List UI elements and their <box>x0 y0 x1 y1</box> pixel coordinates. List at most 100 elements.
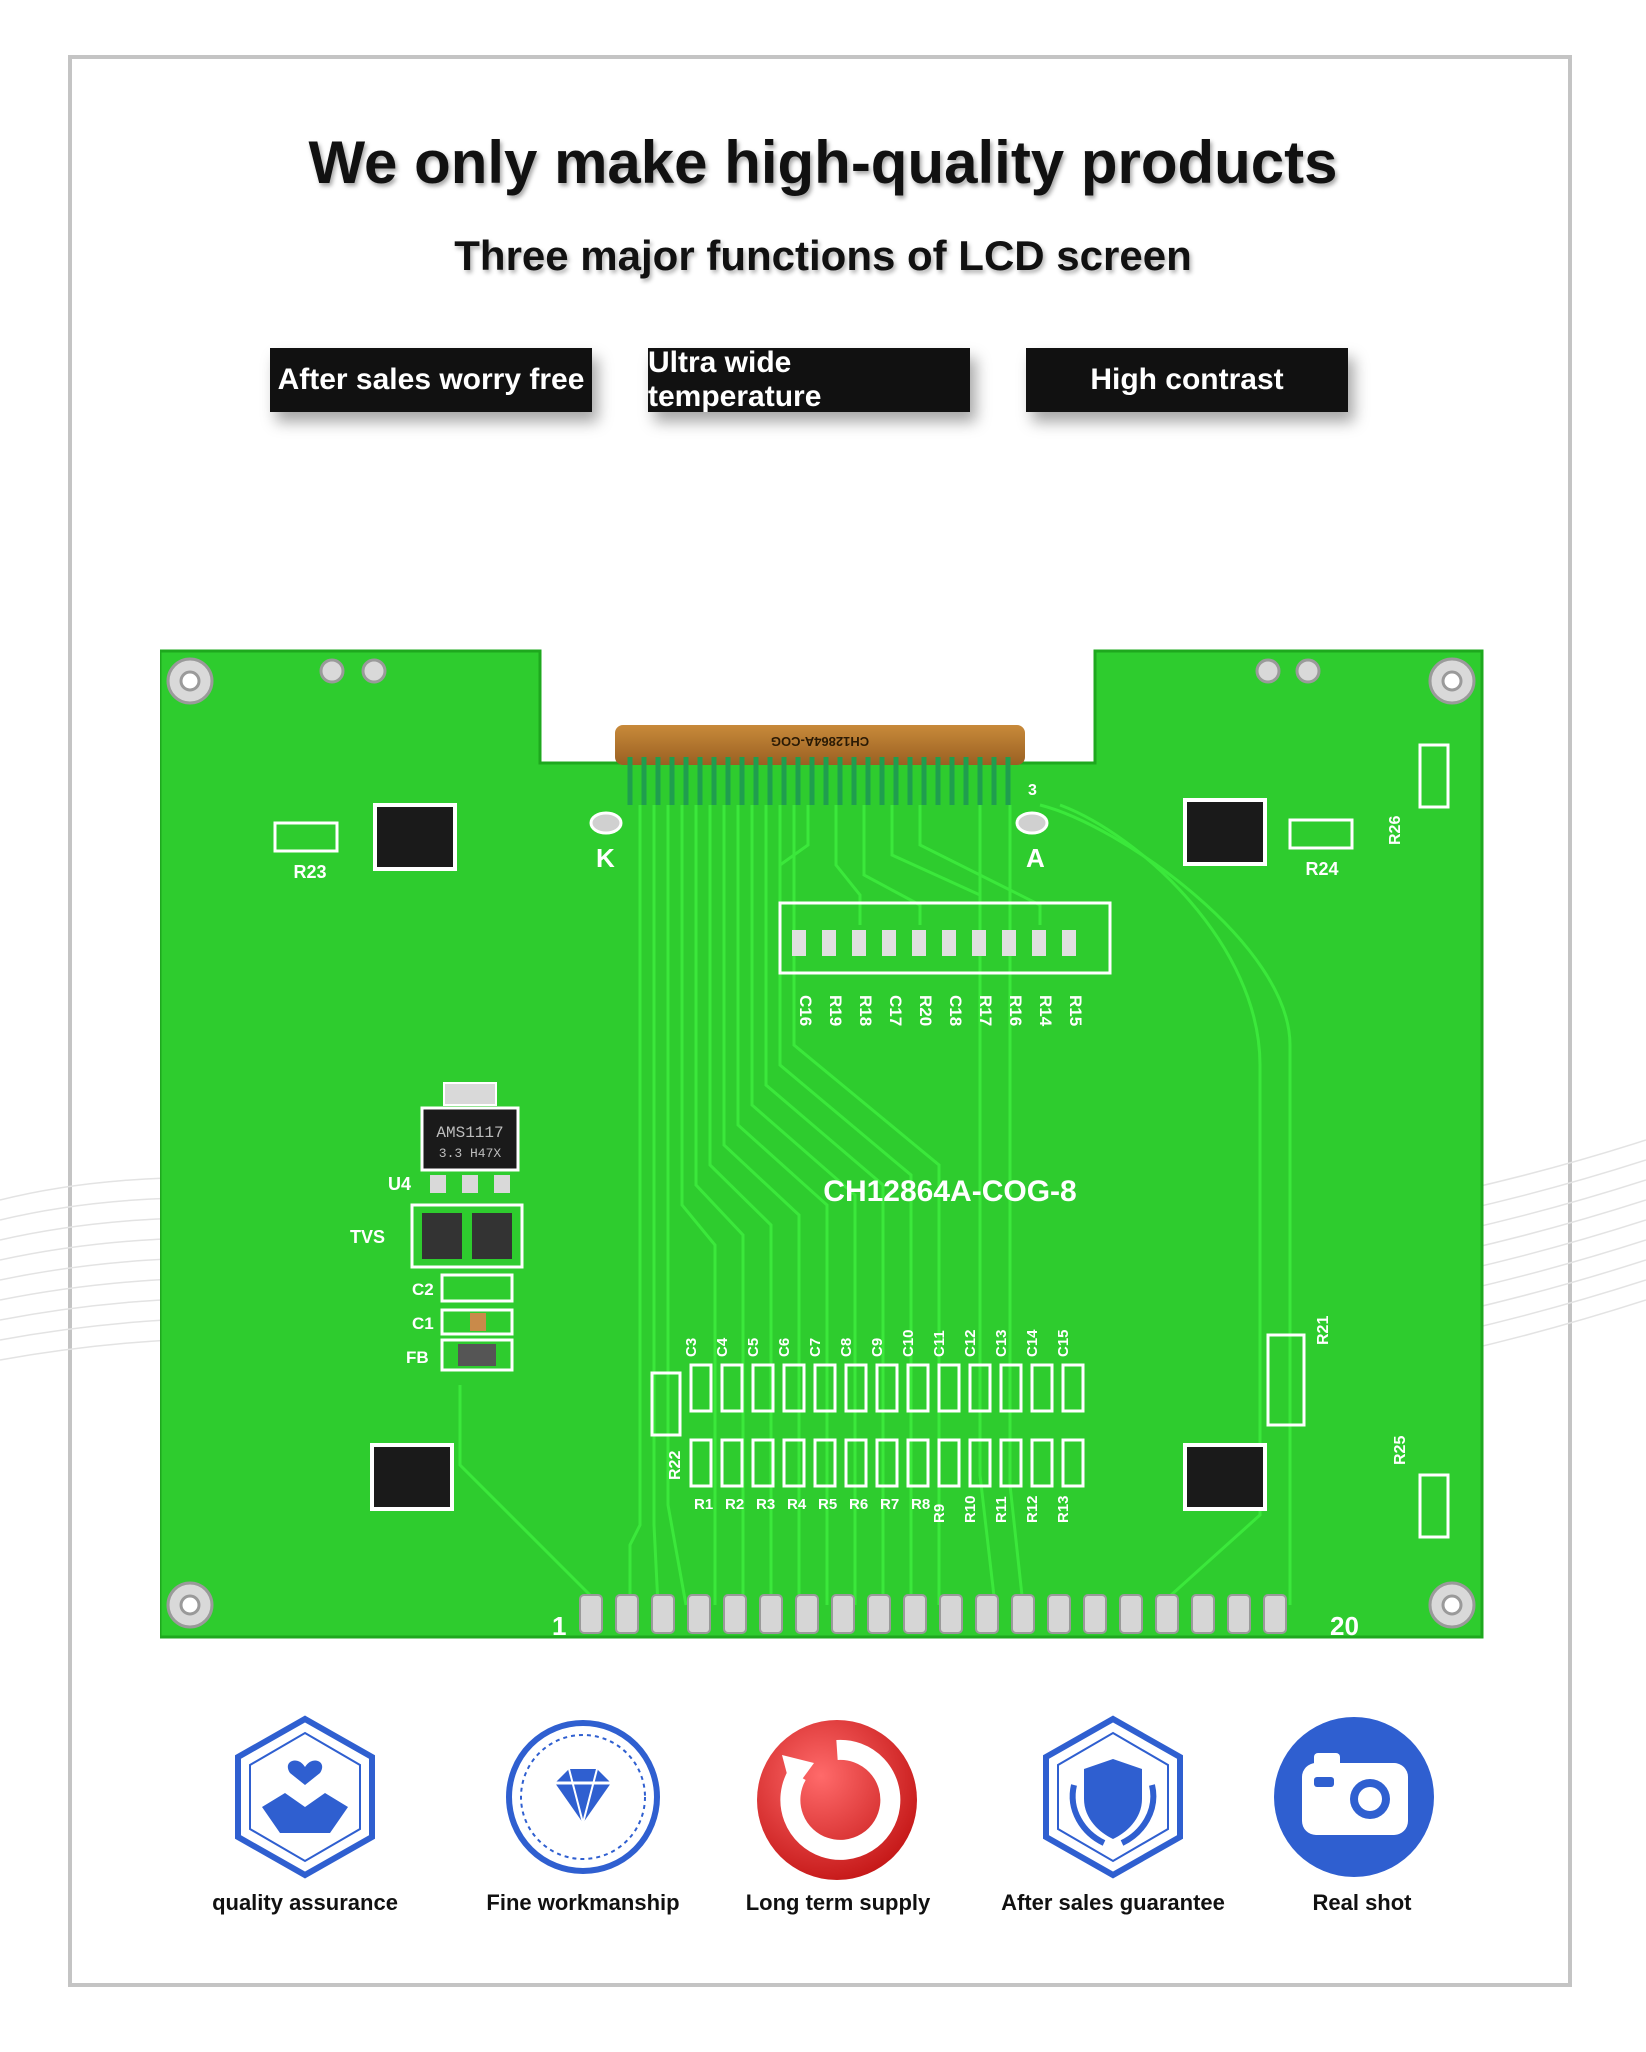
shield-laurel-icon <box>1043 1715 1183 1879</box>
header-pin <box>903 1594 927 1634</box>
capacitor-pad <box>720 1363 744 1413</box>
resistor-pad <box>875 1438 899 1488</box>
badge-fine-workmanship: Fine workmanship <box>486 1890 680 1915</box>
top-row-label: C16 <box>796 995 815 1026</box>
resistor-pad <box>844 1438 868 1488</box>
header-pin <box>831 1594 855 1634</box>
resistor-label: R1 <box>694 1496 713 1513</box>
badge-long-term-supply: Long term supply <box>745 1890 931 1915</box>
top-row-label: C17 <box>886 995 905 1026</box>
header-pin <box>867 1594 891 1634</box>
fpc-pin-label: 3 <box>1028 782 1037 799</box>
label-k: K <box>596 843 615 873</box>
label-pin20: 20 <box>1330 1611 1359 1641</box>
header-pin <box>1263 1594 1287 1634</box>
handshake-heart-icon <box>235 1715 375 1879</box>
label-fb: FB <box>406 1348 429 1367</box>
capacitor-label: C6 <box>776 1338 793 1357</box>
badge-after-sales-guarantee: After sales guarantee <box>1001 1890 1225 1915</box>
label-pin1: 1 <box>552 1611 566 1641</box>
header-pin <box>579 1594 603 1634</box>
label-r24: R24 <box>1305 859 1338 879</box>
top-row-label: R15 <box>1066 995 1085 1026</box>
top-row-label: R18 <box>856 995 875 1026</box>
capacitor-label: C14 <box>1024 1329 1041 1357</box>
header-pin <box>759 1594 783 1634</box>
label-r22: R22 <box>667 1451 684 1480</box>
capacitor-label: C4 <box>714 1337 731 1357</box>
resistor-label: R4 <box>787 1496 807 1513</box>
header-pin <box>1011 1594 1035 1634</box>
resistor-label: R11 <box>993 1496 1010 1523</box>
capacitor-label: C13 <box>993 1329 1010 1357</box>
header-pin <box>687 1594 711 1634</box>
capacitor-pad <box>844 1363 868 1413</box>
resistor-label: R3 <box>756 1496 775 1513</box>
header-pin <box>615 1594 639 1634</box>
pcb-board <box>160 649 1484 1639</box>
resistor-pad <box>689 1438 713 1488</box>
header-pin <box>975 1594 999 1634</box>
resistor-pad <box>1061 1438 1085 1488</box>
label-r23: R23 <box>293 862 326 882</box>
capacitor-label: C12 <box>962 1329 979 1357</box>
feature-wide-temperature: Ultra wide temperature <box>648 346 970 413</box>
capacitor-pad <box>1030 1363 1054 1413</box>
capacitor-label: C10 <box>900 1329 917 1357</box>
pin-header <box>579 1594 1287 1634</box>
badge-quality-assurance: quality assurance <box>212 1890 398 1915</box>
ams1117-regulator <box>420 1106 520 1172</box>
capacitor-pad <box>689 1363 713 1413</box>
resistor-pad <box>782 1438 806 1488</box>
top-row-label: R14 <box>1036 995 1055 1027</box>
resistor-label: R12 <box>1024 1495 1041 1523</box>
header-pin <box>795 1594 819 1634</box>
fpc-connector <box>615 725 1025 765</box>
resistor-pad <box>813 1438 837 1488</box>
page-title: We only make high-quality products <box>308 129 1338 196</box>
resistor-label: R13 <box>1055 1495 1072 1523</box>
resistor-label: R5 <box>818 1496 837 1513</box>
badge-real-shot: Real shot <box>1312 1890 1412 1915</box>
resistor-label: R6 <box>849 1496 868 1513</box>
header-pin <box>1083 1594 1107 1634</box>
label-c1: C1 <box>412 1314 434 1333</box>
label-u4: U4 <box>388 1174 411 1194</box>
page-subtitle: Three major functions of LCD screen <box>454 232 1192 279</box>
resistor-label: R2 <box>725 1496 744 1513</box>
regulator-label: AMS1117 <box>436 1124 503 1142</box>
pcb-model-label: CH12864A-COG-8 <box>823 1175 1076 1208</box>
label-r26: R26 <box>1387 816 1404 845</box>
camera-icon <box>1274 1717 1434 1877</box>
capacitor-label: C11 <box>931 1330 948 1357</box>
capacitor-pad <box>968 1363 992 1413</box>
feature-high-contrast: High contrast <box>1026 348 1348 412</box>
capacitor-pad <box>999 1363 1023 1413</box>
header-pin <box>723 1594 747 1634</box>
lcd-pcb-image: CH12864A-COG 3 K A <box>160 649 1484 1641</box>
top-component-row <box>778 901 1112 975</box>
capacitor-pad <box>906 1363 930 1413</box>
capacitor-pad <box>1061 1363 1085 1413</box>
label-r21: R21 <box>1315 1316 1332 1345</box>
diamond-icon <box>506 1720 660 1874</box>
resistor-label: R8 <box>911 1496 930 1513</box>
header-pin <box>1119 1594 1143 1634</box>
feature-after-sales: After sales worry free <box>270 348 592 412</box>
header-pin <box>939 1594 963 1634</box>
label-tvs: TVS <box>350 1227 385 1247</box>
label-r25: R25 <box>1392 1436 1409 1465</box>
capacitor-pad <box>875 1363 899 1413</box>
header-pin <box>1227 1594 1251 1634</box>
mounting-holes <box>166 657 1476 1629</box>
header-pin <box>1155 1594 1179 1634</box>
label-c2: C2 <box>412 1280 434 1299</box>
resistor-label: R7 <box>880 1496 899 1513</box>
capacitor-pad <box>751 1363 775 1413</box>
resistor-label: R9 <box>931 1504 948 1523</box>
capacitor-label: C9 <box>869 1338 886 1357</box>
capacitor-pad <box>813 1363 837 1413</box>
header-pin <box>1047 1594 1071 1634</box>
